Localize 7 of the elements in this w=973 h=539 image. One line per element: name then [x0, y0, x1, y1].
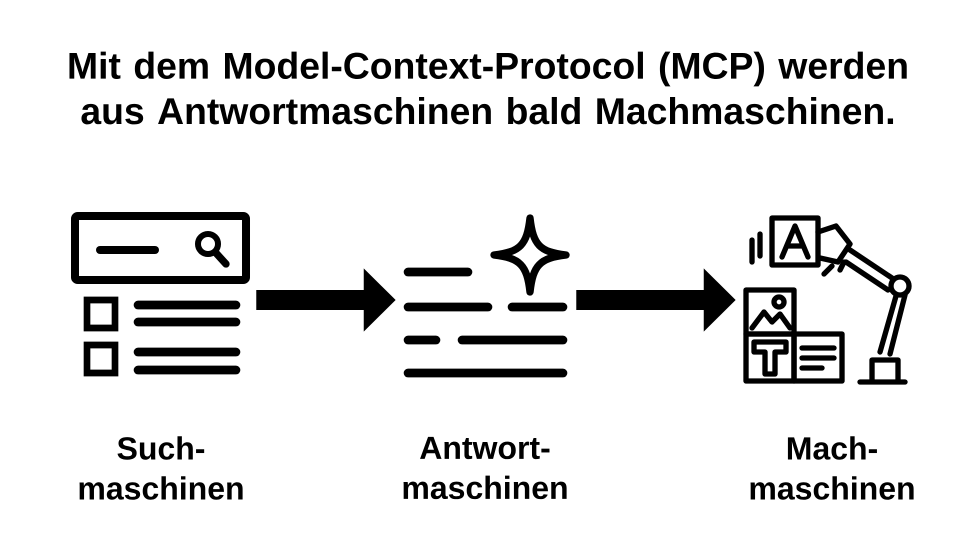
title: Mit dem Model-Context-Protocol (MCP) werden aus Antwortmaschinen bald Machmaschinen. — [69, 52, 907, 124]
icon-caption: Mach- maschinen — [750, 436, 914, 500]
sparkle-text-drawing — [404, 214, 570, 378]
robot-arm-drawing — [743, 215, 912, 385]
search-results-drawing — [71, 212, 250, 376]
icon-caption: Such- maschinen — [80, 436, 243, 500]
icon-caption: Antwort- maschinen — [404, 436, 567, 500]
